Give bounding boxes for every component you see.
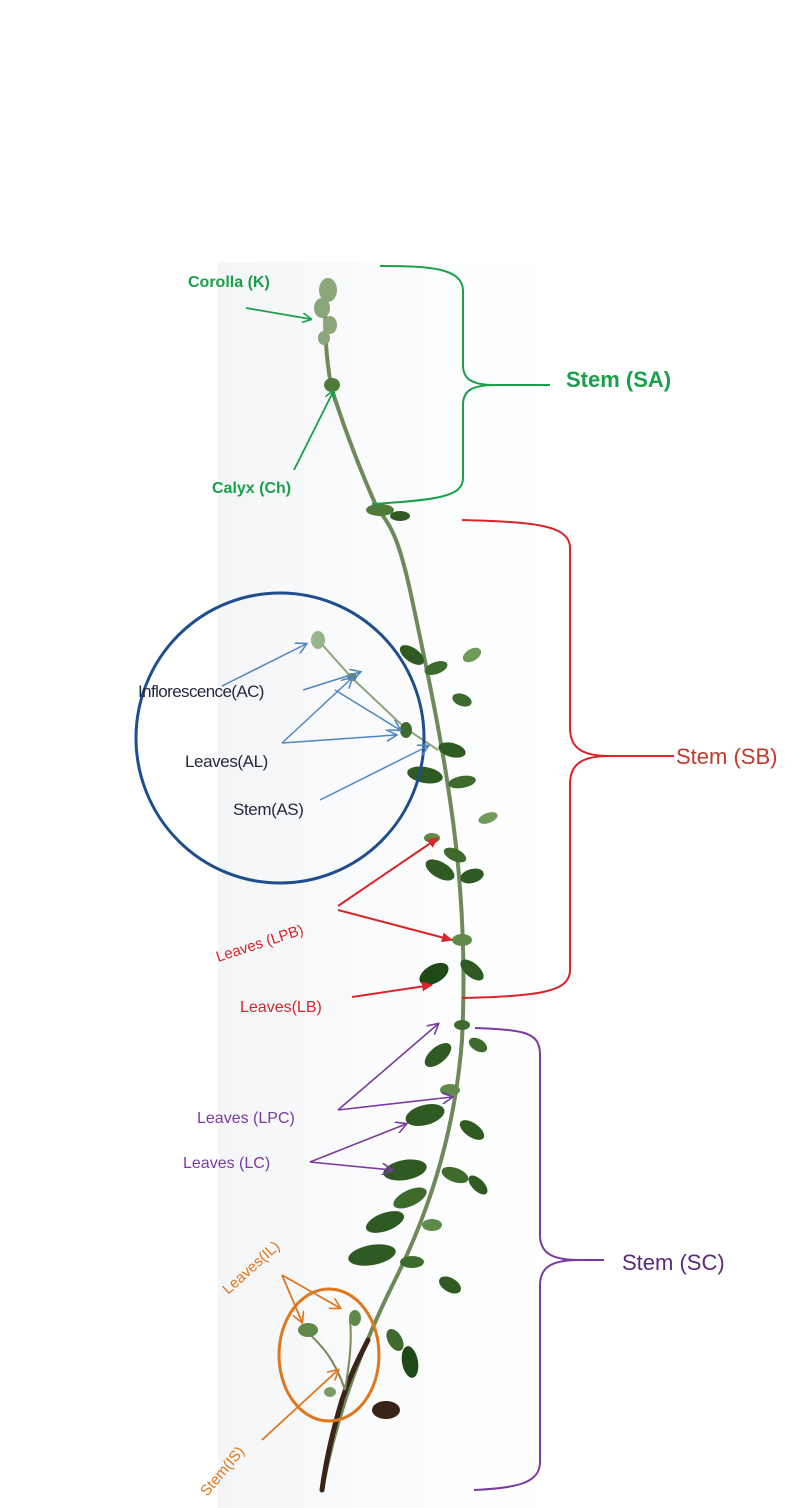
label-inflorescence: Inflorescence(AC) xyxy=(138,682,264,701)
label-leaves-lpc: Leaves (LPC) xyxy=(197,1110,295,1127)
label-calyx: Calyx (Ch) xyxy=(212,480,291,497)
label-stem-sc: Stem (SC) xyxy=(622,1250,725,1275)
label-leaves-lc: Leaves (LC) xyxy=(183,1155,270,1172)
label-corolla: Corolla (K) xyxy=(188,274,270,291)
label-stem-sb: Stem (SB) xyxy=(676,744,777,769)
label-stem-as: Stem(AS) xyxy=(233,800,303,819)
label-leaves-lb: Leaves(LB) xyxy=(240,999,322,1016)
photo-background xyxy=(218,262,563,1508)
label-stem-sa: Stem (SA) xyxy=(566,367,671,392)
label-leaves-al: Leaves(AL) xyxy=(185,752,268,771)
